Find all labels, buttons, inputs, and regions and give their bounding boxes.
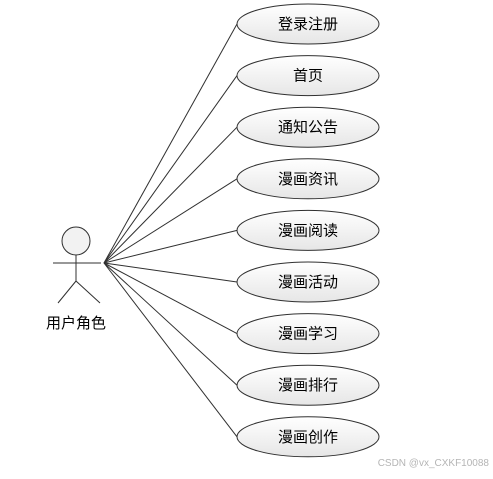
use-case: 漫画学习 [236, 313, 380, 355]
actor-head [61, 226, 91, 256]
use-case: 漫画排行 [236, 364, 380, 406]
use-case-ellipse [236, 416, 380, 458]
use-case-label: 漫画创作 [278, 428, 338, 446]
use-case-label: 通知公告 [278, 118, 338, 136]
association-line [103, 126, 238, 264]
use-case: 登录注册 [236, 3, 380, 45]
use-case-label: 漫画资讯 [278, 170, 338, 188]
use-case-ellipse [236, 55, 380, 97]
association-line [103, 262, 238, 335]
association-lines [103, 23, 238, 438]
use-case-label: 漫画活动 [278, 273, 338, 291]
use-case: 漫画创作 [236, 416, 380, 458]
association-line [103, 23, 238, 264]
association-line [103, 178, 238, 264]
watermark: CSDN @vx_CXKF10088 [377, 458, 489, 469]
use-case-label: 漫画学习 [278, 325, 338, 343]
use-case: 首页 [236, 55, 380, 97]
use-case-label: 首页 [293, 67, 323, 85]
use-case-ellipse [236, 3, 380, 45]
use-case-label: 漫画排行 [278, 376, 338, 394]
association-line [103, 75, 238, 264]
use-case-ellipse [236, 261, 380, 303]
use-case-label: 登录注册 [278, 15, 338, 33]
association-line [103, 262, 238, 438]
use-case-ellipse [236, 158, 380, 200]
use-case-label: 漫画阅读 [278, 221, 338, 239]
use-case: 漫画阅读 [236, 209, 380, 251]
actor-label: 用户角色 [46, 314, 106, 332]
actor-figure: 用户角色 [46, 226, 106, 332]
association-line [103, 262, 238, 386]
use-case-ellipse [236, 106, 380, 148]
use-case-ellipse [236, 209, 380, 251]
use-case: 漫画活动 [236, 261, 380, 303]
use-case: 通知公告 [236, 106, 380, 148]
actor-right-leg [75, 280, 101, 304]
use-case-ellipse [236, 364, 380, 406]
use-case-ellipse [236, 313, 380, 355]
actor-left-leg [57, 280, 77, 304]
use-case: 漫画资讯 [236, 158, 380, 200]
association-line [103, 262, 238, 283]
association-line [103, 229, 238, 264]
